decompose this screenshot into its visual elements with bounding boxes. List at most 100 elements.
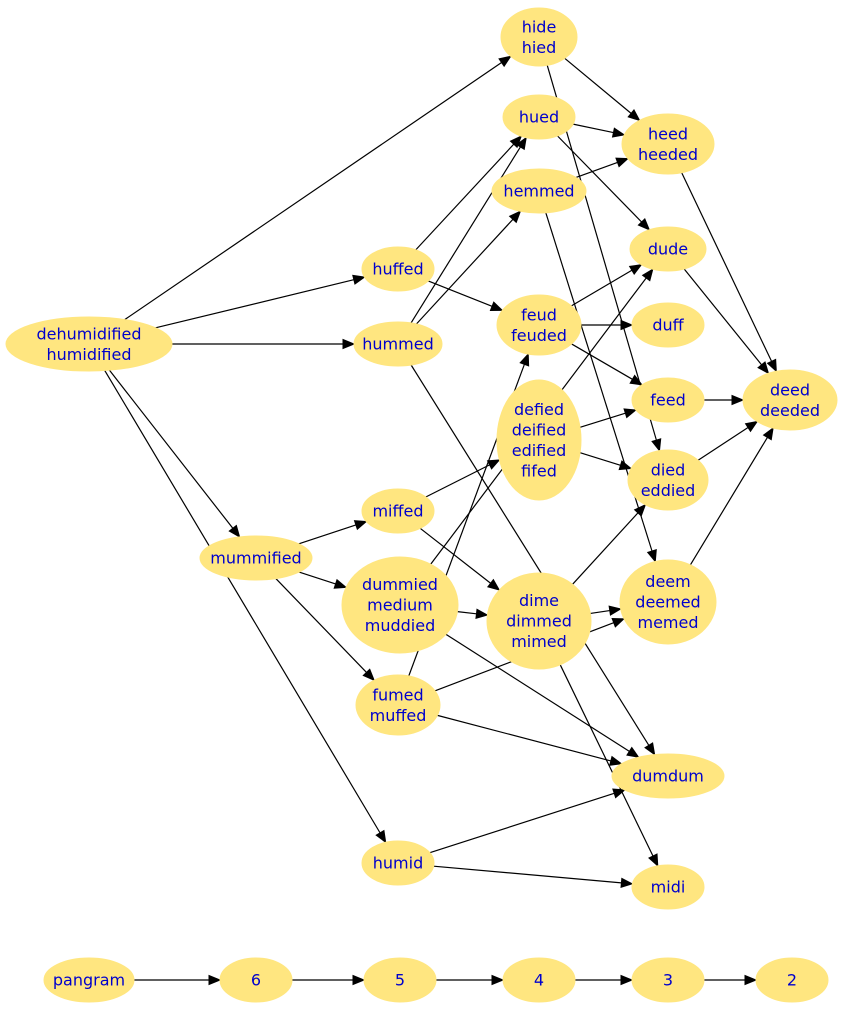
- edge-line: [433, 865, 622, 884]
- node-miffed: miffed: [361, 488, 435, 534]
- edge-line: [419, 527, 491, 584]
- node-label: memed: [637, 613, 698, 632]
- arrowhead-icon: [515, 136, 527, 151]
- node-n2: 2: [755, 957, 829, 1003]
- node-n6: 6: [219, 957, 293, 1003]
- arrowhead-icon: [620, 877, 634, 889]
- arrowhead-icon: [731, 394, 745, 406]
- edge-n4-to-n3: [575, 974, 634, 986]
- edge-miffed-to-dime: [419, 527, 501, 591]
- node-hemmed: hemmed: [491, 168, 587, 214]
- node-hued: hued: [502, 94, 576, 140]
- arrowhead-icon: [641, 268, 654, 282]
- node-label: hied: [522, 38, 557, 57]
- node-ellipse: [500, 7, 578, 67]
- edge-line: [579, 412, 626, 428]
- edge-defied-to-died: [579, 452, 633, 471]
- node-label: dehumidified: [37, 324, 142, 343]
- arrowhead-icon: [646, 548, 657, 563]
- arrowhead-icon: [628, 264, 643, 276]
- node-label: hemmed: [503, 182, 574, 201]
- edge-line: [572, 123, 614, 134]
- arrowhead-icon: [633, 503, 647, 517]
- node-label: feuded: [511, 326, 567, 345]
- arrowhead-icon: [353, 520, 368, 531]
- arrowhead-icon: [644, 742, 656, 756]
- node-duff: duff: [631, 302, 705, 348]
- node-label: hummed: [362, 335, 433, 354]
- node-ellipse: [363, 957, 437, 1003]
- node-label: midi: [651, 878, 686, 897]
- edge-pangram-to-n6: [134, 974, 222, 986]
- node-label: muddied: [365, 616, 435, 635]
- node-ellipse: [219, 957, 293, 1003]
- node-ellipse: [199, 535, 313, 581]
- node-label: dude: [648, 240, 688, 259]
- edge-line: [425, 464, 490, 498]
- arrowhead-icon: [352, 974, 366, 986]
- nodes-layer: dehumidifiedhumidifiedhidehiedhuedheedhe…: [5, 7, 838, 1003]
- edges-layer: [104, 55, 777, 986]
- arrowhead-icon: [475, 608, 489, 619]
- edge-humid-to-midi: [433, 865, 634, 889]
- arrowhead-icon: [228, 524, 241, 539]
- arrowhead-icon: [362, 668, 376, 682]
- edge-line: [415, 143, 515, 251]
- edge-huffed-to-feud: [427, 280, 504, 312]
- edge-mummified-to-fumed: [275, 578, 376, 682]
- node-mummified: mummified: [199, 535, 313, 581]
- node-label: humid: [373, 854, 423, 873]
- edge-dime-to-deem: [590, 605, 622, 616]
- node-huffed: huffed: [361, 246, 435, 292]
- node-label: muffed: [370, 706, 427, 725]
- node-label: fumed: [372, 685, 423, 704]
- node-label: 3: [663, 971, 673, 990]
- node-ellipse: [631, 302, 705, 348]
- node-label: heeded: [638, 145, 698, 164]
- node-label: heed: [648, 124, 688, 143]
- edge-line: [124, 62, 502, 321]
- edge-dehumidified-to-humid: [104, 370, 387, 844]
- node-n3: 3: [631, 957, 705, 1003]
- edge-died-to-deed: [697, 420, 759, 461]
- arrowhead-icon: [498, 55, 512, 68]
- arrowhead-icon: [375, 829, 387, 844]
- node-label: mimed: [511, 632, 567, 651]
- arrowhead-icon: [744, 974, 758, 986]
- arrowhead-icon: [491, 974, 505, 986]
- node-ellipse: [627, 449, 709, 511]
- edge-line: [683, 268, 763, 366]
- arrowhead-icon: [620, 319, 634, 331]
- node-ellipse: [353, 321, 443, 367]
- arrowhead-icon: [618, 460, 633, 471]
- edge-miffed-to-defied: [425, 459, 501, 498]
- arrowhead-icon: [629, 374, 644, 386]
- node-ellipse: [621, 113, 715, 175]
- node-dude: dude: [629, 226, 707, 272]
- node-label: died: [651, 460, 686, 479]
- node-ellipse: [631, 864, 705, 910]
- edge-line: [415, 218, 514, 325]
- node-pangram: pangram: [43, 957, 135, 1003]
- node-ellipse: [491, 168, 587, 214]
- node-dumdum: dumdum: [611, 753, 725, 799]
- node-label: hued: [519, 108, 559, 127]
- edge-mummified-to-miffed: [298, 520, 368, 545]
- edge-dehumidified-to-hummed: [172, 338, 356, 350]
- node-label: defied: [514, 400, 564, 419]
- edge-line: [410, 146, 521, 324]
- node-ellipse: [341, 556, 459, 654]
- arrowhead-icon: [519, 352, 530, 367]
- edge-hummed-to-hemmed: [415, 210, 522, 325]
- node-ellipse: [486, 572, 592, 670]
- edge-hued-to-dude: [557, 135, 651, 231]
- edge-hummed-to-hued: [410, 136, 527, 324]
- node-label: huffed: [372, 260, 423, 279]
- edge-line: [590, 609, 610, 615]
- edge-line: [104, 370, 381, 834]
- edge-mummified-to-dummied: [298, 571, 348, 589]
- edge-fumed-to-dumdum: [437, 714, 623, 766]
- edge-humid-to-dumdum: [429, 788, 626, 854]
